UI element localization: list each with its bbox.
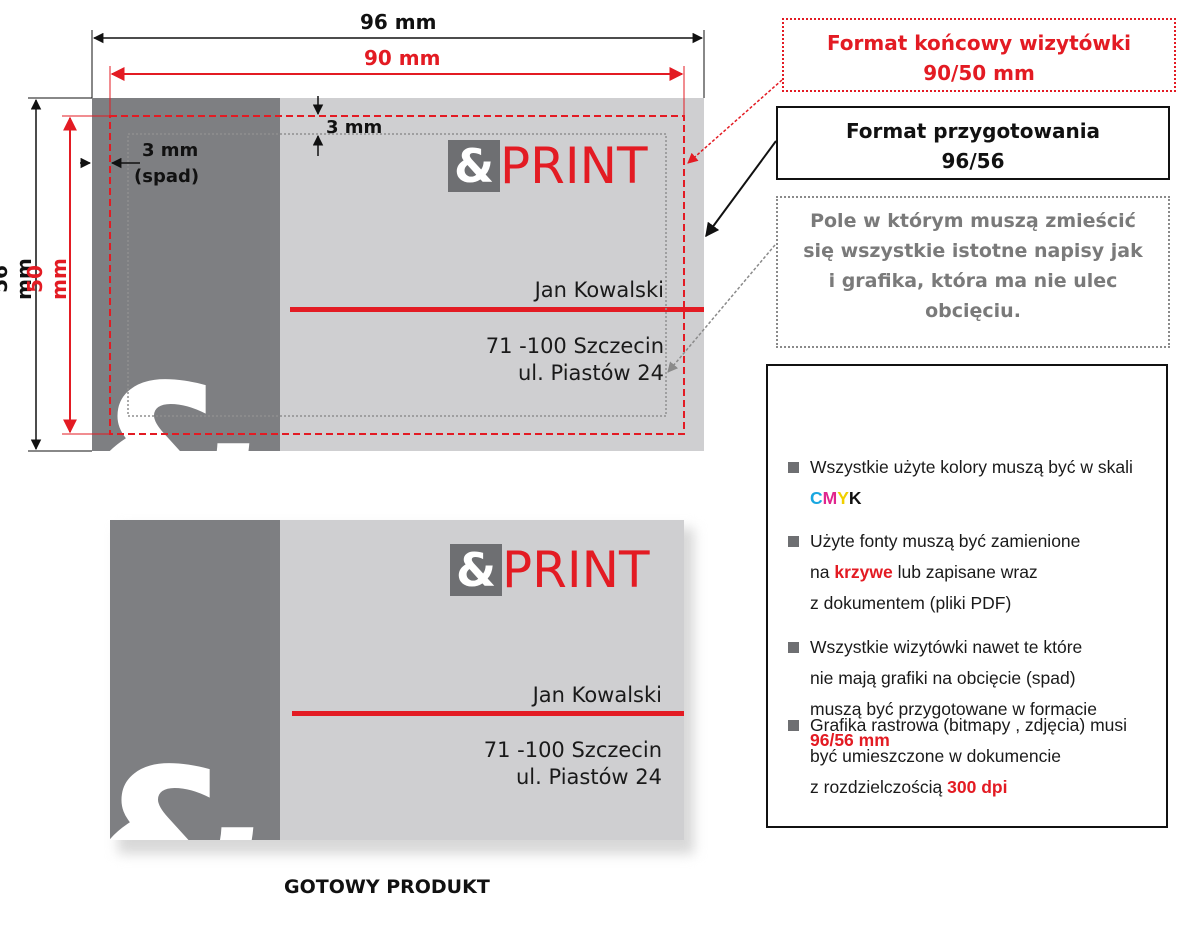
print-logo: & PRINT <box>450 544 650 596</box>
business-card-final: & & PRINT Jan Kowalski 71 -100 Szczecin … <box>110 520 684 840</box>
note-raster-line1: Grafika rastrowa (bitmapy , zdjęcia) mus… <box>810 715 1128 735</box>
logo-print-text: PRINT <box>502 541 650 599</box>
card-red-line <box>290 307 704 312</box>
dim-label-margin: 3 mm <box>326 117 383 138</box>
dim-label-96: 96 mm <box>360 10 437 34</box>
bullet-icon <box>788 462 799 473</box>
print-logo: & PRINT <box>448 140 648 192</box>
business-card-prepared: & & PRINT Jan Kowalski 71 -100 Szczecin … <box>92 98 704 451</box>
arrow-final-format <box>687 79 783 164</box>
note-colors-cmyk: CMYK <box>810 488 862 508</box>
card-address-line1: 71 -100 Szczecin <box>483 738 662 762</box>
callout-safe-area-line3: i grafika, która ma nie ulec <box>828 270 1118 292</box>
note-bleed-line3: muszą być przygotowane w formacie <box>810 699 1097 719</box>
note-fonts-line3: z dokumentem (pliki PDF) <box>810 593 1012 613</box>
callout-prep-format-line2: 96/56 <box>941 149 1005 173</box>
card-red-line <box>292 711 684 716</box>
logo-ampersand: & <box>450 544 502 596</box>
card-address-line1: 71 -100 Szczecin <box>485 334 664 358</box>
card-name: Jan Kowalski <box>534 278 664 302</box>
callout-final-format-line2: 90/50 mm <box>923 61 1035 85</box>
card-name: Jan Kowalski <box>532 683 662 707</box>
note-fonts-line1: Użyte fonty muszą być zamienione <box>810 531 1081 551</box>
logo-ampersand: & <box>448 140 500 192</box>
callout-prep-format-line1: Format przygotowania <box>845 119 1101 143</box>
dim-label-bleed: 3 mm <box>142 140 199 161</box>
callout-safe-area-line1: Pole w którym muszą zmieścić <box>810 210 1136 232</box>
callout-final-format-line1: Format końcowy wizytówki <box>826 31 1132 55</box>
note-raster-line3: z rozdzielczością 300 dpi <box>810 777 1008 797</box>
note-colors: Wszystkie użyte kolory muszą być w skali… <box>788 452 1158 514</box>
note-bleed: Wszystkie wizytówki nawet te które nie m… <box>788 632 1158 756</box>
card-address-line2: ul. Piastów 24 <box>516 765 662 789</box>
note-bleed-line2: nie mają grafiki na obcięcie (spad) <box>810 668 1076 688</box>
bullet-icon <box>788 642 799 653</box>
note-bleed-format: 96/56 mm <box>810 730 890 750</box>
decorative-ampersand: & <box>110 742 269 841</box>
note-fonts-line2: na krzywe lub zapisane wraz <box>810 562 1038 582</box>
arrow-safe-area <box>667 244 776 373</box>
note-raster: Grafika rastrowa (bitmapy , zdjęcia) mus… <box>788 710 1158 803</box>
safe-area-line <box>127 133 667 417</box>
requirements-box: Wszystkie użyte kolory muszą być w skali… <box>766 364 1168 828</box>
card-address-line2: ul. Piastów 24 <box>518 361 664 385</box>
decorative-ampersand: & <box>92 358 265 452</box>
callout-safe-area-line4: obcięciu. <box>925 300 1021 322</box>
note-fonts: Użyte fonty muszą być zamienione na krzy… <box>788 526 1158 619</box>
dim-label-90: 90 mm <box>364 46 441 70</box>
dim-label-50: 50 mm <box>23 258 71 300</box>
callout-final-format: Format końcowy wizytówki 90/50 mm <box>782 18 1176 92</box>
logo-print-text: PRINT <box>500 137 648 195</box>
bullet-icon <box>788 536 799 547</box>
finished-product-label: GOTOWY PRODUKT <box>284 876 490 898</box>
note-colors-text: Wszystkie użyte kolory muszą być w skali <box>810 457 1133 477</box>
callout-safe-area-line2: się wszystkie istotne napisy jak <box>803 240 1143 262</box>
note-raster-line2: być umieszczone w dokumencie <box>810 746 1061 766</box>
card-gray-stripe <box>110 520 280 840</box>
callout-safe-area: Pole w którym muszą zmieścić się wszystk… <box>776 196 1170 348</box>
callout-prep-format: Format przygotowania 96/56 <box>776 106 1170 180</box>
arrow-prep-format <box>705 140 777 238</box>
dim-label-bleed-note: (spad) <box>134 166 200 187</box>
trim-line <box>109 115 685 435</box>
bullet-icon <box>788 720 799 731</box>
note-bleed-line1: Wszystkie wizytówki nawet te które <box>810 637 1083 657</box>
card-gray-stripe <box>92 98 280 451</box>
